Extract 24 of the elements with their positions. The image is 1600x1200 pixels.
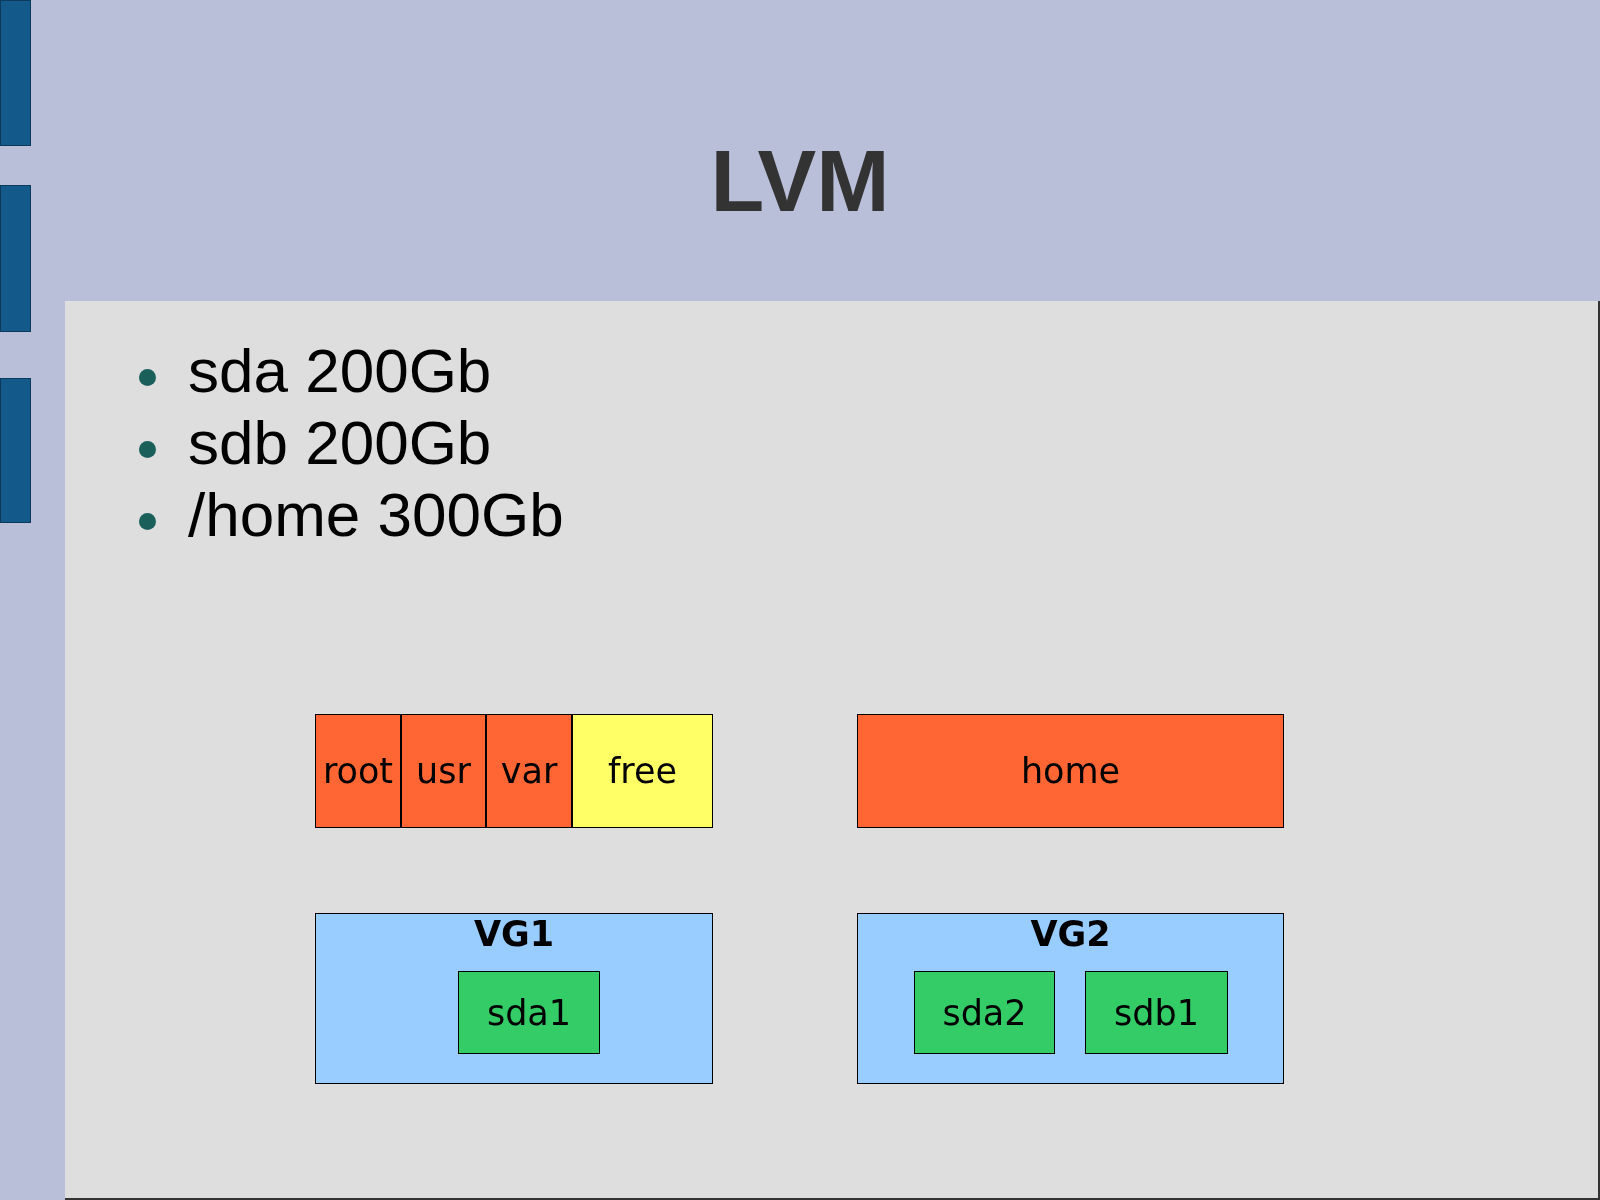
volume-segment (315, 714, 401, 828)
bullet-text: sda 200Gb (188, 335, 492, 406)
partition-box (458, 971, 600, 1054)
node-label: root (321, 751, 395, 791)
bullet-text: sdb 200Gb (188, 407, 492, 478)
node-label: sda2 (941, 992, 1028, 1033)
group-label: VG2 (1029, 914, 1112, 954)
volume-segment (401, 714, 486, 828)
node-label: sda1 (485, 992, 573, 1033)
partition-box (914, 971, 1055, 1054)
partition-box (1085, 971, 1228, 1054)
bullet-text: /home 300Gb (188, 479, 564, 550)
free-space-segment (572, 714, 713, 828)
node-label: var (499, 751, 559, 791)
node-label: sdb1 (1113, 992, 1200, 1033)
node-label: free (607, 751, 678, 791)
node-label: usr (415, 751, 472, 791)
group-label: VG1 (472, 914, 556, 954)
volume-group-box (315, 913, 713, 1084)
slide-title: LVM (709, 130, 891, 232)
node-label: home (1019, 751, 1122, 791)
volume-segment (857, 714, 1284, 828)
volume-segment (486, 714, 572, 828)
volume-group-box (857, 913, 1284, 1084)
